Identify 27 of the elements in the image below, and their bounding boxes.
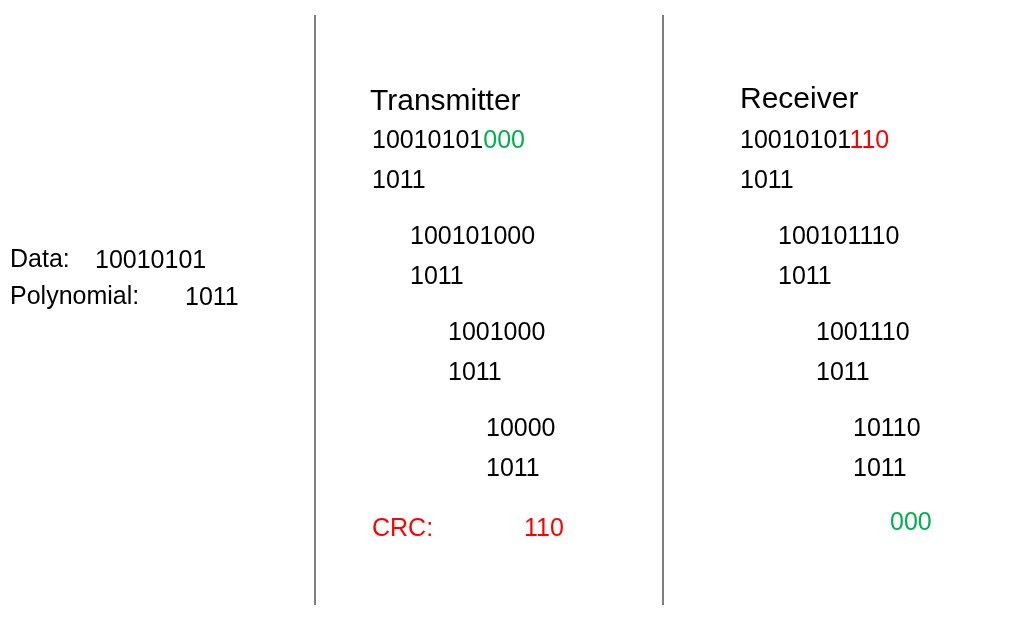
- column-heading: Receiver: [740, 81, 859, 114]
- remainder-value: 10110: [853, 413, 921, 441]
- remainder-value: 100101110: [778, 221, 900, 249]
- field-label: Data:: [10, 244, 70, 272]
- field-label: Polynomial:: [10, 281, 140, 309]
- remainder-value: 10000: [486, 413, 556, 441]
- appended-crc: 110: [849, 125, 890, 153]
- data-value: 10010101: [95, 245, 207, 273]
- divisor-value: 1011: [816, 357, 870, 385]
- dividend-value: 10010101: [372, 125, 484, 153]
- divisor-value: 1011: [486, 453, 540, 481]
- divisor-value: 1011: [410, 261, 464, 289]
- remainder-value: 100101000: [410, 221, 536, 249]
- column-heading: Transmitter: [370, 83, 521, 116]
- divisor-value: 1011: [778, 261, 832, 289]
- divisor-value: 1011: [853, 453, 907, 481]
- result-value: 000: [890, 507, 932, 535]
- divisor-value: 1011: [372, 165, 426, 193]
- crc-label: CRC:: [372, 513, 434, 541]
- divisor-value: 1011: [740, 165, 794, 193]
- received-value: 10010101: [740, 125, 850, 153]
- appended-zeros: 000: [483, 125, 525, 153]
- remainder-value: 1001110: [816, 317, 910, 345]
- crc-value: 110: [524, 513, 564, 541]
- remainder-value: 1001000: [448, 317, 546, 345]
- polynomial-value: 1011: [185, 282, 239, 310]
- divisor-value: 1011: [448, 357, 502, 385]
